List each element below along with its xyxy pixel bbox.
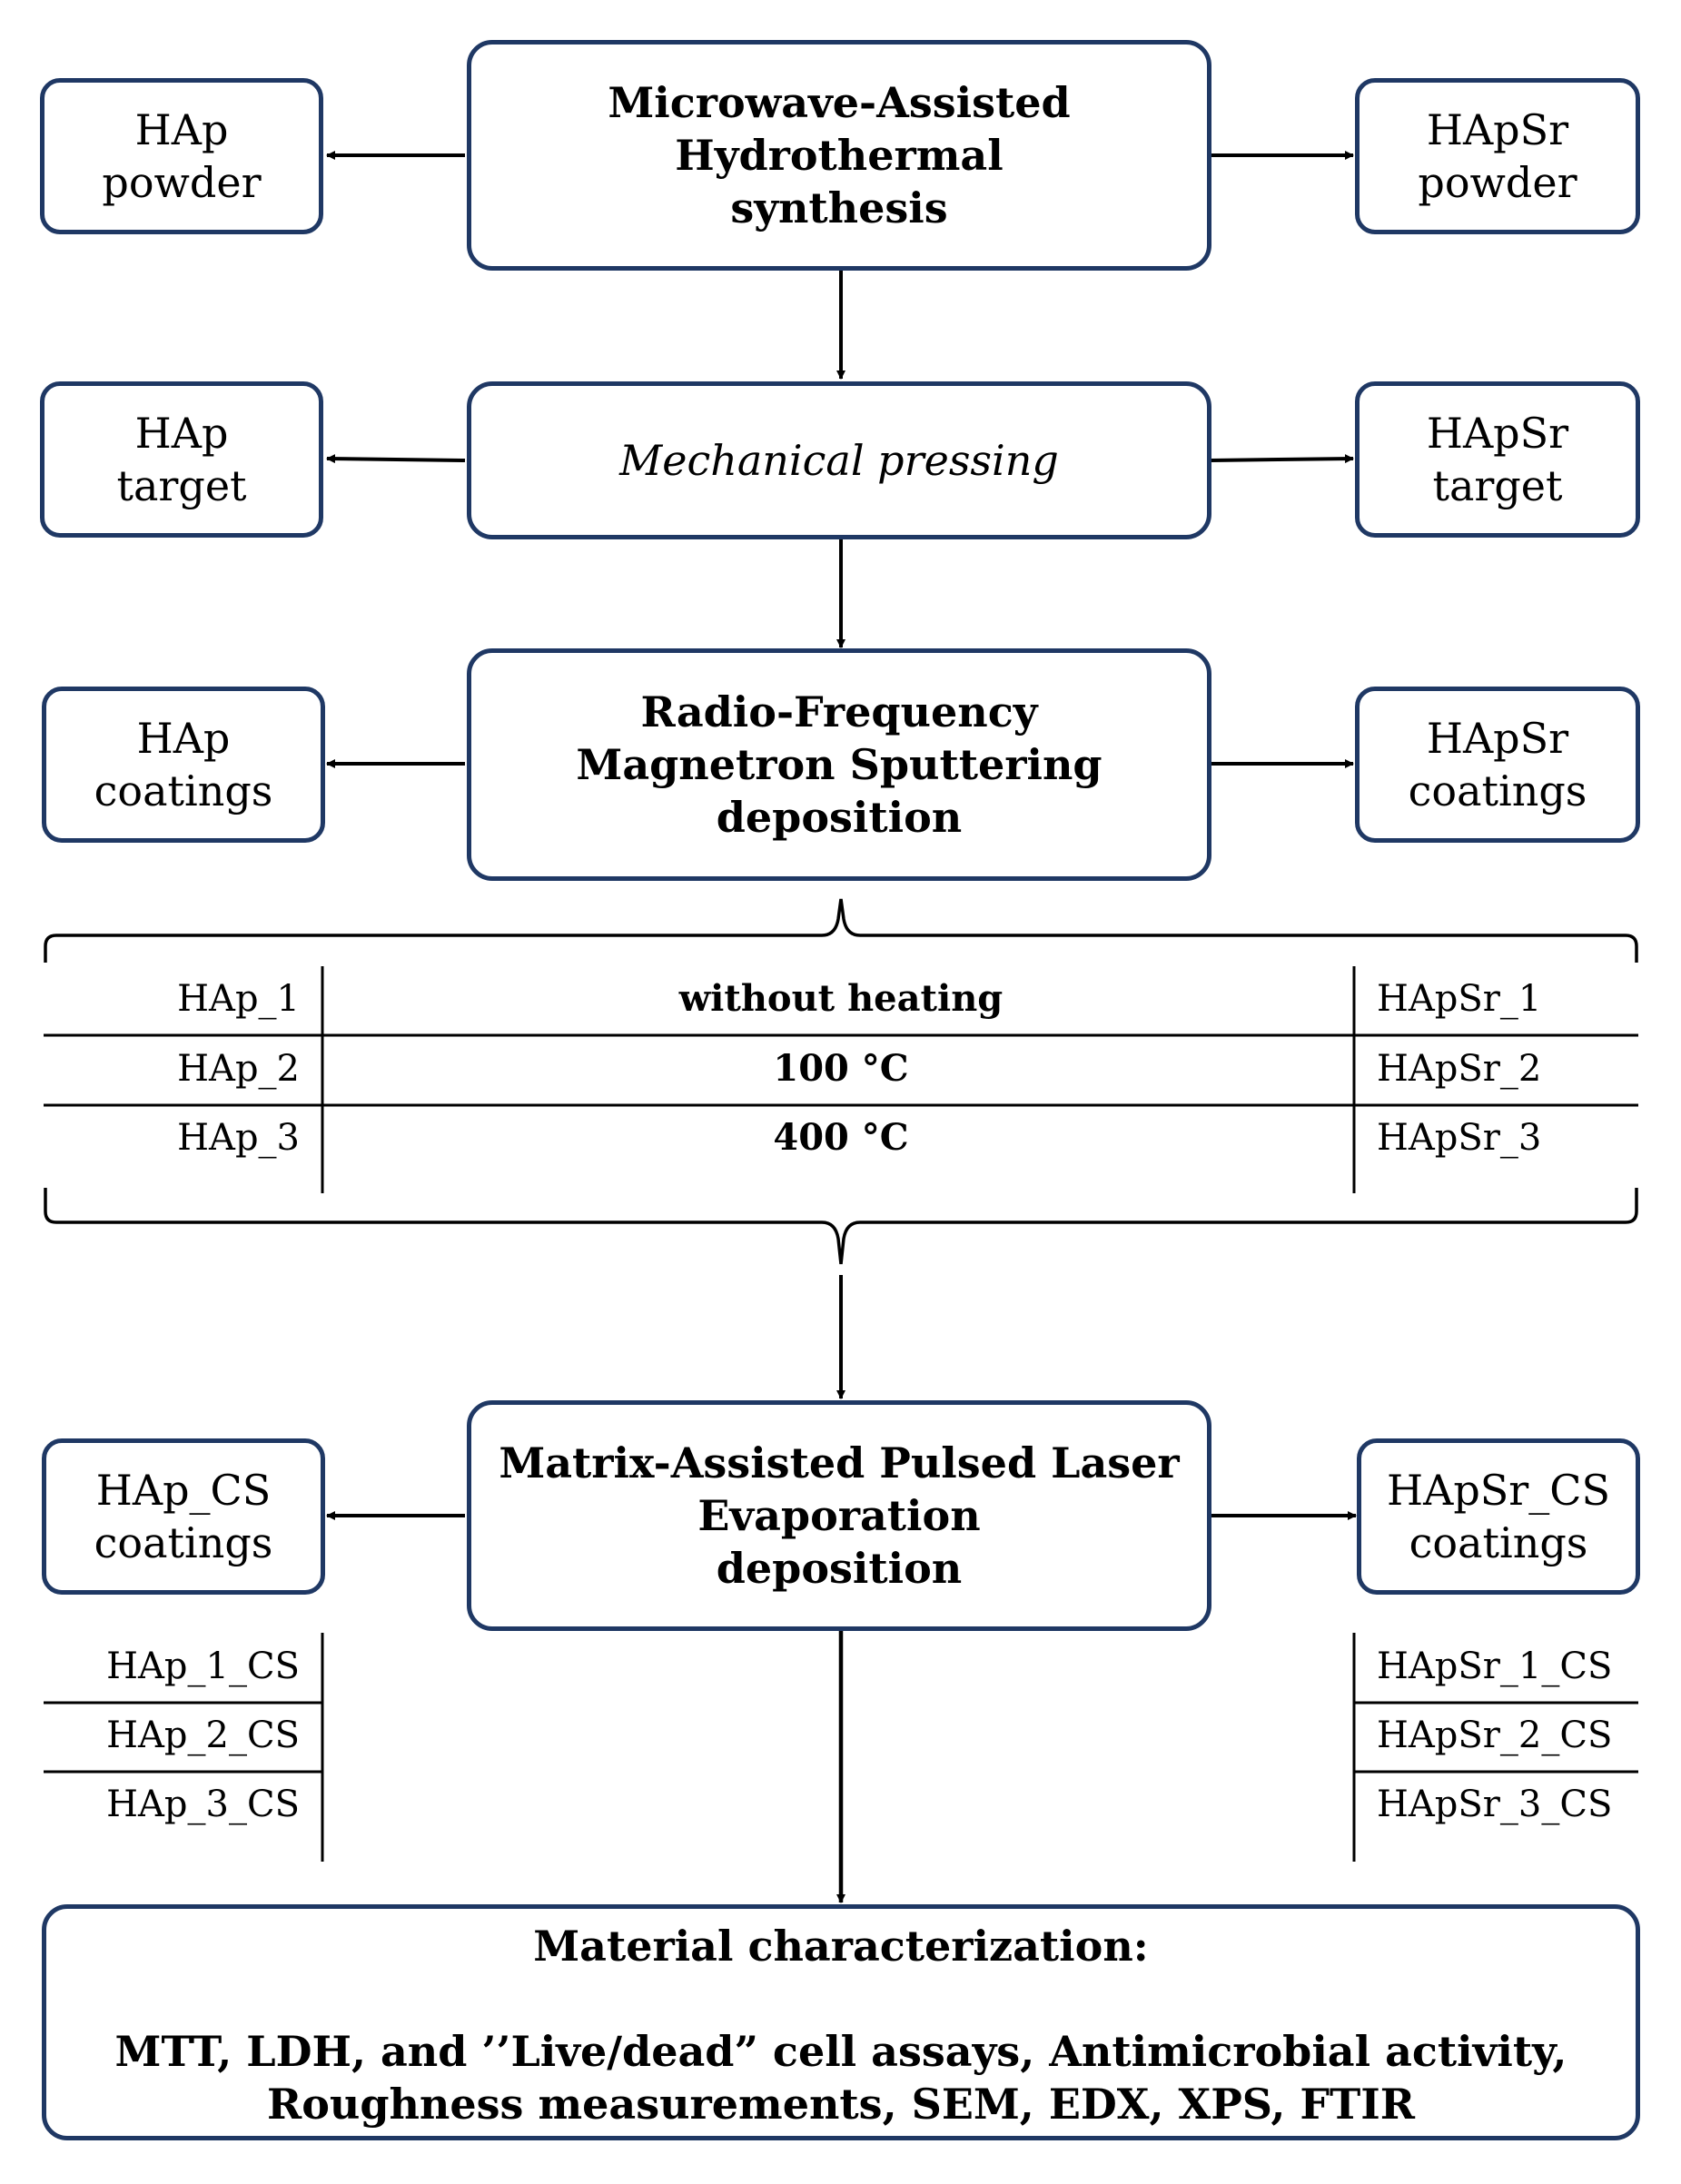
hap-target-box: HAp target — [40, 381, 323, 538]
cs-cell-hapsr-2: HApSr_2_CS — [1377, 1715, 1613, 1756]
table-cell-condition-2: 100 °C — [773, 1047, 909, 1090]
cs-cell-hapsr-3: HApSr_3_CS — [1377, 1784, 1613, 1825]
hapsr-target-box: HApSr target — [1355, 381, 1640, 538]
mechanical-pressing-box: Mechanical pressing — [467, 381, 1211, 539]
maple-deposition-label: Matrix-Assisted Pulsed Laser Evaporation… — [499, 1438, 1180, 1593]
mechanical-pressing-label: Mechanical pressing — [619, 436, 1059, 485]
characterization-methods: MTT, LDH, and ’’Live/dead” cell assays, … — [114, 2027, 1567, 2129]
hap-target-label: HAp target — [116, 409, 247, 510]
table-cell-hap-2: HAp_2 — [177, 1048, 300, 1090]
table-cell-hapsr-2: HApSr_2 — [1377, 1048, 1542, 1090]
table-cell-condition-3: 400 °C — [773, 1116, 909, 1159]
hapsr-cs-coatings-label: HApSr_CS coatings — [1387, 1466, 1610, 1567]
characterization-title: Material characterization: — [533, 1922, 1149, 1971]
table-cell-hap-1: HAp_1 — [177, 978, 300, 1020]
maple-deposition-box: Matrix-Assisted Pulsed Laser Evaporation… — [467, 1400, 1211, 1631]
hap-powder-box: HAp powder — [40, 78, 323, 234]
microwave-synthesis-box: Microwave-Assisted Hydrothermal synthesi… — [467, 40, 1211, 271]
hap-cs-coatings-box: HAp_CS coatings — [42, 1438, 325, 1595]
hapsr-coatings-label: HApSr coatings — [1408, 714, 1587, 815]
hap-powder-label: HAp powder — [102, 105, 262, 207]
cs-cell-hapsr-1: HApSr_1_CS — [1377, 1645, 1613, 1687]
arrow-to-hapsr-target — [1210, 454, 1354, 464]
table-cell-hapsr-1: HApSr_1 — [1377, 978, 1542, 1020]
bottom-brace — [44, 1188, 1638, 1265]
hapsr-coatings-box: HApSr coatings — [1355, 687, 1640, 843]
material-characterization-box: Material characterization: MTT, LDH, and… — [42, 1904, 1640, 2140]
cs-cell-hap-3: HAp_3_CS — [106, 1784, 300, 1825]
cs-cell-hap-1: HAp_1_CS — [106, 1645, 300, 1687]
table-cell-hapsr-3: HApSr_3 — [1377, 1117, 1542, 1159]
table-cell-condition-1: without heating — [678, 977, 1004, 1020]
rf-sputtering-label: Radio-Frequency Magnetron Sputtering dep… — [576, 687, 1103, 842]
cs-cell-hap-2: HAp_2_CS — [106, 1715, 300, 1756]
microwave-synthesis-label: Microwave-Assisted Hydrothermal synthesi… — [608, 78, 1071, 232]
arrow-to-hap-target — [326, 454, 466, 464]
hap-coatings-label: HAp coatings — [94, 714, 273, 815]
hap-coatings-box: HAp coatings — [42, 687, 325, 843]
top-brace — [44, 898, 1638, 963]
hapsr-powder-box: HApSr powder — [1355, 78, 1640, 234]
rf-sputtering-box: Radio-Frequency Magnetron Sputtering dep… — [467, 648, 1211, 881]
hapsr-powder-label: HApSr powder — [1418, 105, 1577, 207]
hap-cs-coatings-label: HAp_CS coatings — [94, 1466, 273, 1567]
table-cell-hap-3: HAp_3 — [177, 1117, 300, 1159]
hapsr-target-label: HApSr target — [1426, 409, 1569, 510]
hapsr-cs-coatings-box: HApSr_CS coatings — [1357, 1438, 1640, 1595]
